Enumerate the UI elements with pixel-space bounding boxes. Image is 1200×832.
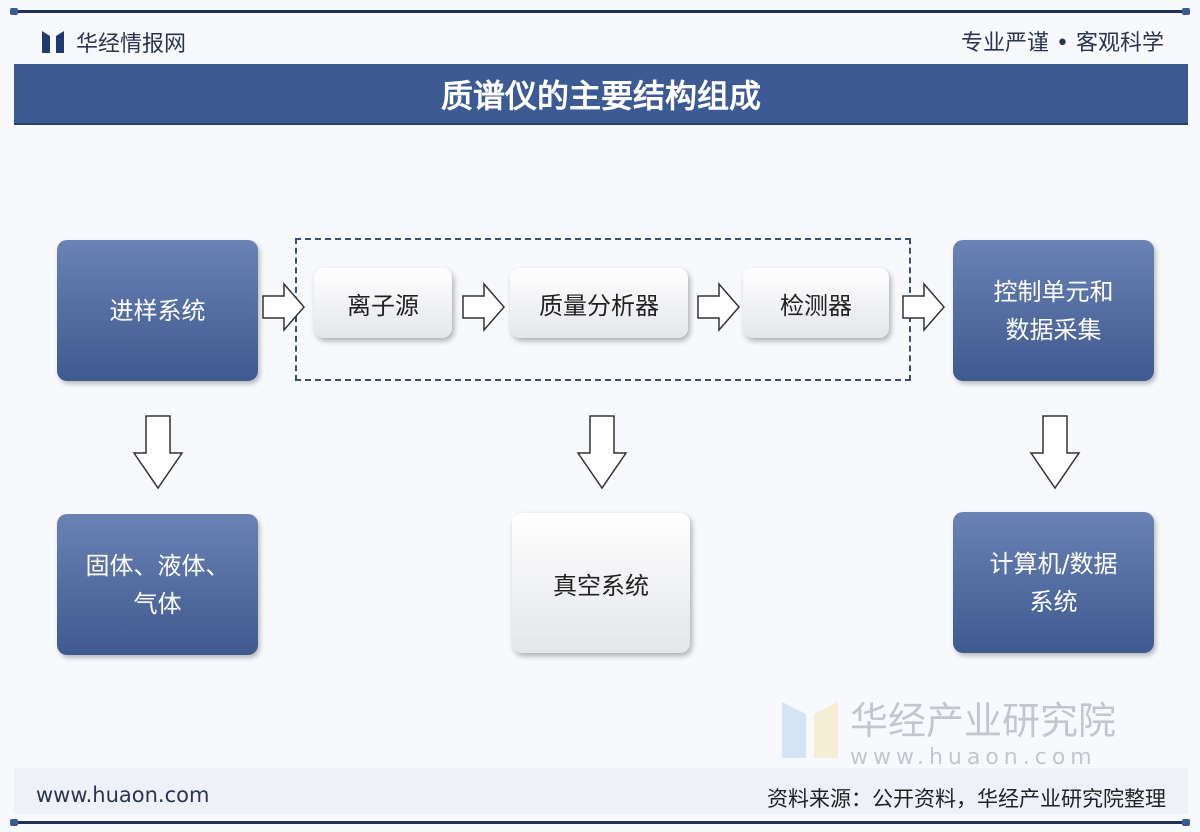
brand-name: 华经情报网: [76, 32, 187, 57]
arrow-down-icon: [132, 415, 184, 490]
watermark-name: 华经产业研究院: [850, 699, 1117, 743]
node-ion-source: 离子源: [314, 268, 452, 338]
node-sample-intro: 进样系统: [57, 240, 258, 381]
footer-band: [14, 768, 1188, 814]
arrow-right-icon: [902, 282, 945, 332]
arrow-right-icon: [262, 282, 305, 332]
brand-logo-icon: [42, 31, 64, 53]
watermark-logo-icon: [782, 702, 838, 758]
bottom-rule: [10, 819, 1190, 826]
node-sample-states: 固体、液体、 气体: [57, 514, 258, 655]
arrow-right-icon: [697, 282, 740, 332]
node-vacuum: 真空系统: [512, 513, 690, 653]
motto: 专业严谨 • 客观科学: [961, 31, 1164, 56]
node-mass-analyzer: 质量分析器: [510, 268, 688, 338]
node-control-unit: 控制单元和 数据采集: [953, 240, 1154, 381]
node-detector: 检测器: [743, 268, 889, 338]
top-rule: [10, 8, 1190, 15]
brand: 华经情报网: [40, 26, 186, 58]
watermark-url: www.huaon.com: [850, 745, 1097, 770]
arrow-down-icon: [576, 415, 628, 490]
arrow-down-icon: [1029, 415, 1081, 490]
footer-url[interactable]: www.huaon.com: [36, 783, 210, 807]
page-title: 质谱仪的主要结构组成: [14, 64, 1188, 125]
source-note: 资料来源：公开资料，华经产业研究院整理: [767, 787, 1166, 811]
node-computer: 计算机/数据 系统: [953, 512, 1154, 653]
watermark: 华经产业研究院 www.huaon.com: [780, 690, 1116, 770]
arrow-right-icon: [462, 282, 505, 332]
